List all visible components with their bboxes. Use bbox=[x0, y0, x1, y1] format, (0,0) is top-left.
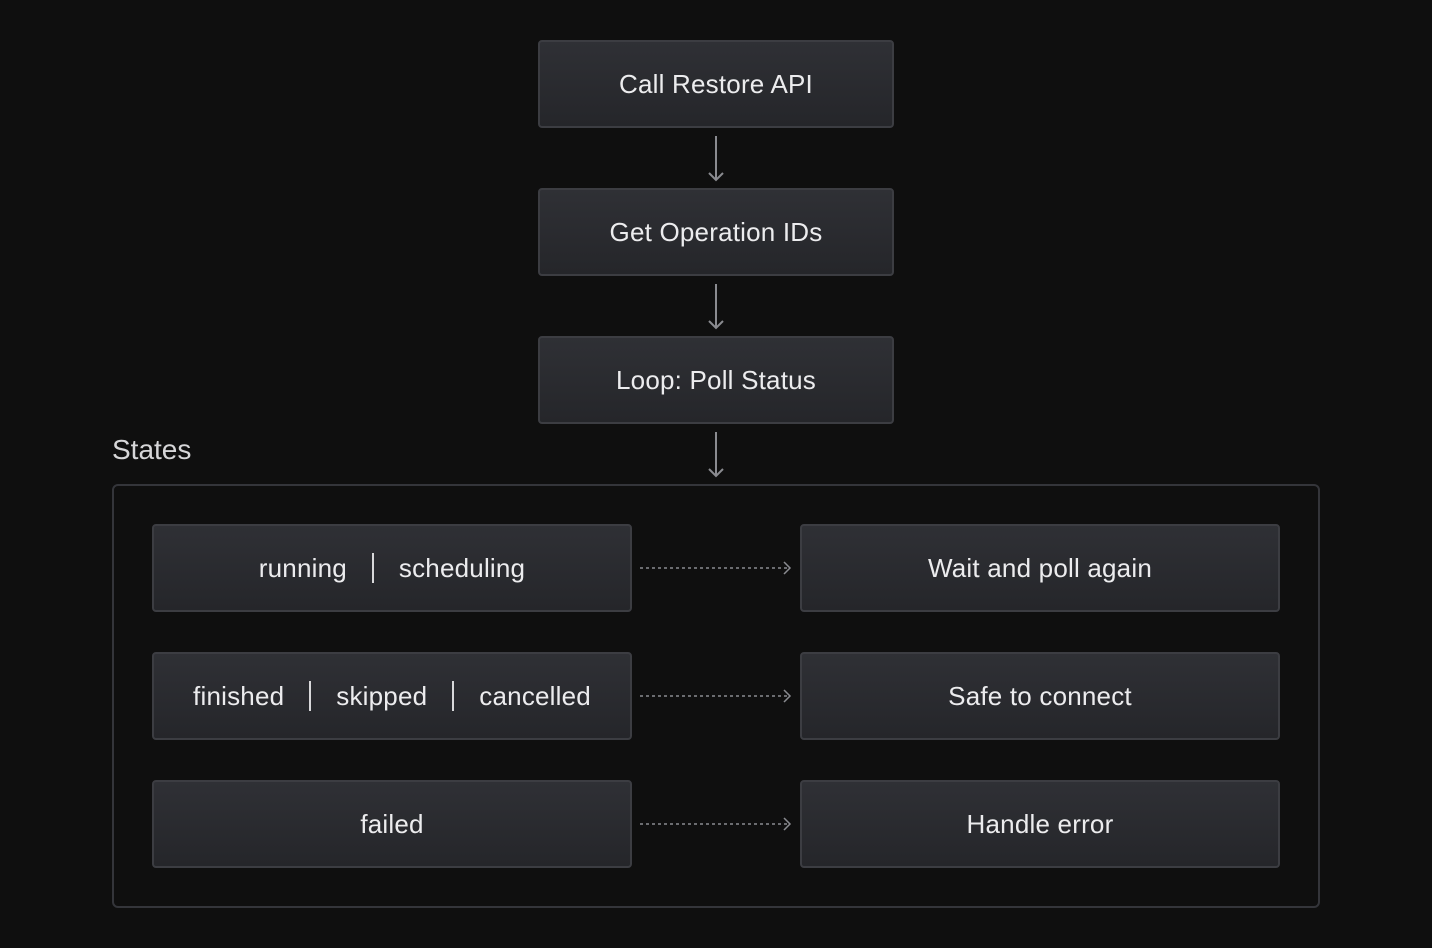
state-skipped: skipped bbox=[336, 680, 428, 711]
state-separator bbox=[309, 681, 312, 711]
state-box-finished-skipped-cancelled: finished skipped cancelled bbox=[152, 652, 632, 740]
step-get-operation-ids-label: Get Operation IDs bbox=[609, 216, 823, 247]
state-scheduling: scheduling bbox=[398, 552, 526, 583]
state-separator bbox=[452, 681, 455, 711]
arrow-step1-to-step2 bbox=[708, 136, 724, 182]
states-group-label: States bbox=[112, 434, 192, 465]
step-call-restore-api: Call Restore API bbox=[538, 40, 894, 128]
states-group-container bbox=[112, 484, 1320, 908]
result-wait-and-poll-again-label: Wait and poll again bbox=[928, 552, 1152, 583]
state-box-failed: failed bbox=[152, 780, 632, 868]
result-safe-to-connect-label: Safe to connect bbox=[948, 680, 1132, 711]
result-handle-error-label: Handle error bbox=[966, 808, 1114, 839]
result-handle-error: Handle error bbox=[800, 780, 1280, 868]
dotted-arrow-row1 bbox=[640, 561, 792, 575]
step-loop-poll-status-label: Loop: Poll Status bbox=[616, 364, 816, 395]
state-finished: finished bbox=[193, 680, 285, 711]
dotted-arrow-row2 bbox=[640, 689, 792, 703]
arrow-step2-to-step3 bbox=[708, 284, 724, 330]
state-failed: failed bbox=[360, 808, 424, 839]
state-cancelled: cancelled bbox=[479, 680, 591, 711]
arrow-step3-to-states bbox=[708, 432, 724, 478]
dotted-arrow-row3 bbox=[640, 817, 792, 831]
step-loop-poll-status: Loop: Poll Status bbox=[538, 336, 894, 424]
step-call-restore-api-label: Call Restore API bbox=[619, 68, 813, 99]
state-running: running bbox=[258, 552, 347, 583]
state-box-running-scheduling: running scheduling bbox=[152, 524, 632, 612]
result-safe-to-connect: Safe to connect bbox=[800, 652, 1280, 740]
result-wait-and-poll-again: Wait and poll again bbox=[800, 524, 1280, 612]
step-get-operation-ids: Get Operation IDs bbox=[538, 188, 894, 276]
state-separator bbox=[371, 553, 374, 583]
